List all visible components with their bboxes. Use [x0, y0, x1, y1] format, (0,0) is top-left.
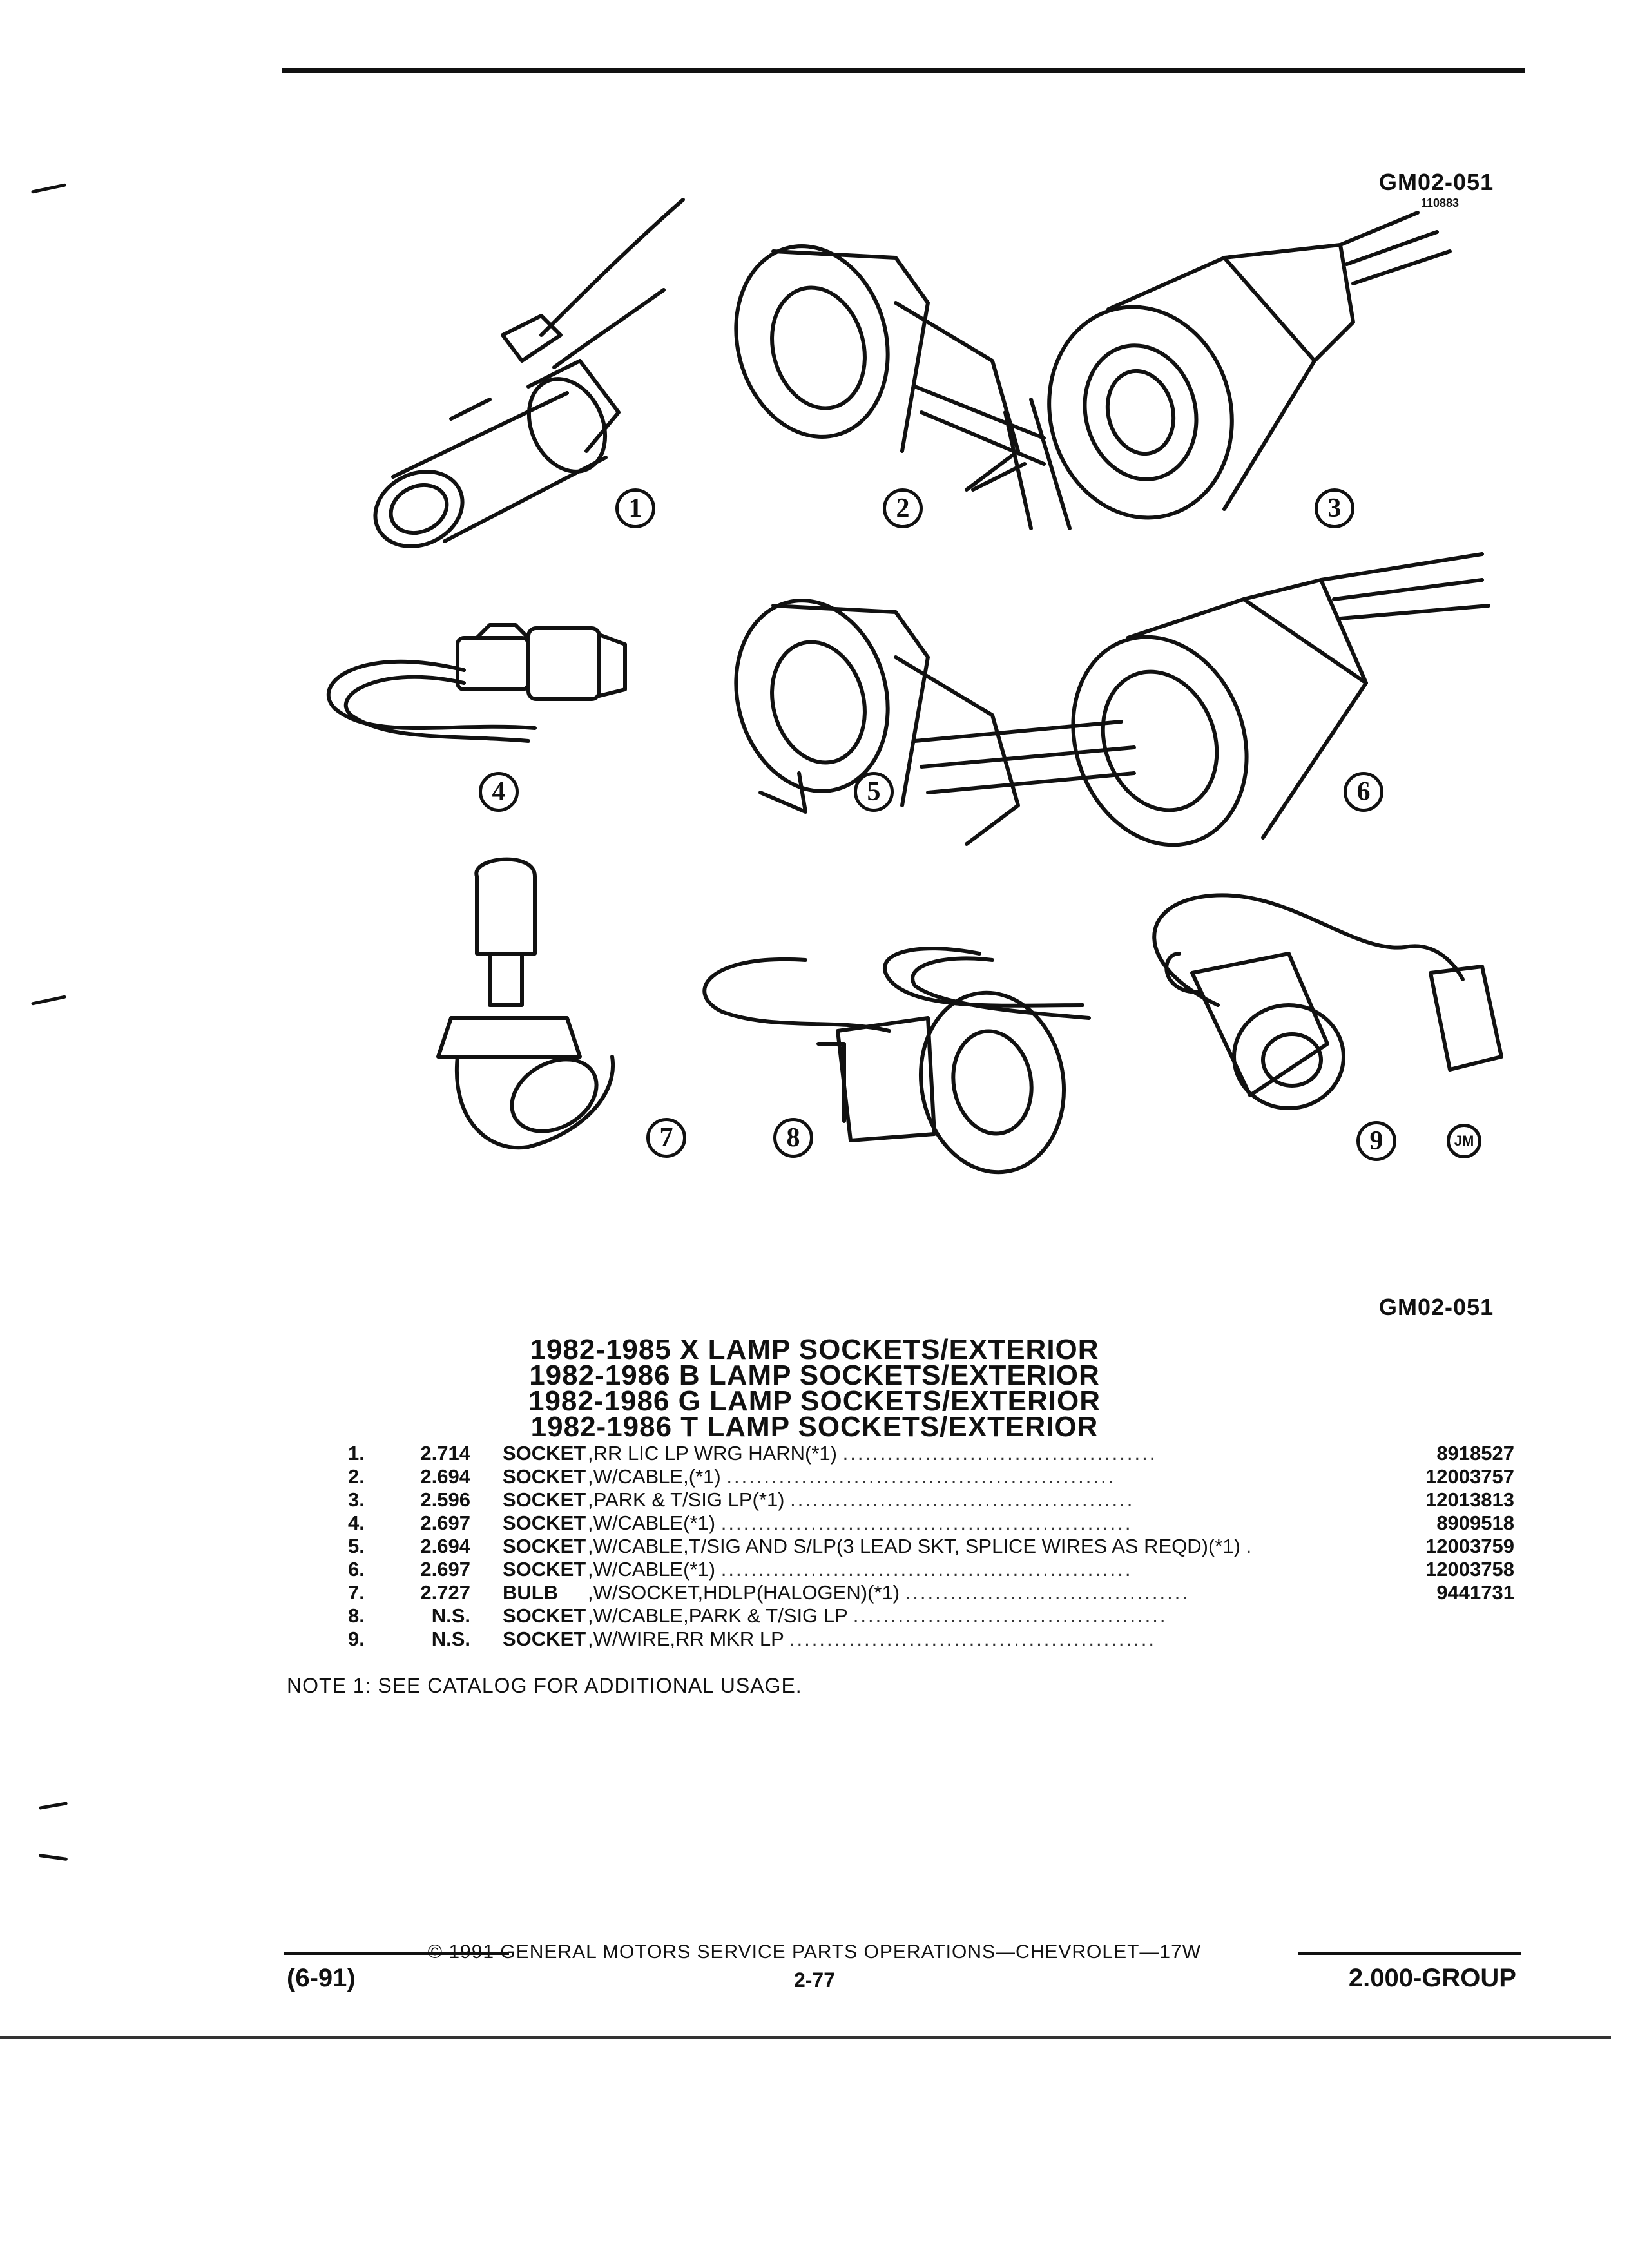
part-ref: 2.694	[420, 1535, 470, 1557]
part-number-index: 5.	[348, 1535, 365, 1557]
parts-row: 7. 2.727 BULB ,W/SOCKET,HDLP(HALOGEN)(*1…	[348, 1581, 1514, 1604]
callout-jm-mark: JM	[1447, 1124, 1481, 1158]
part-number: 12003757	[1425, 1465, 1514, 1488]
callout-9: 9	[1356, 1121, 1396, 1161]
lamp-socket-illustration	[326, 198, 1503, 1175]
margin-mark	[38, 1802, 68, 1810]
part-number-index: 4.	[348, 1512, 365, 1534]
callout-1: 1	[615, 488, 655, 528]
item-9-socket-drawing	[1152, 893, 1503, 1110]
part-name: SOCKET	[503, 1442, 586, 1465]
part-number: 8909518	[1436, 1512, 1514, 1534]
catalog-note: NOTE 1: SEE CATALOG FOR ADDITIONAL USAGE…	[287, 1674, 802, 1697]
callout-6: 6	[1344, 772, 1383, 812]
callout-7: 7	[646, 1118, 686, 1158]
part-number-index: 6.	[348, 1558, 365, 1581]
part-ref: N.S.	[431, 1604, 470, 1627]
part-description: ,W/CABLE(*1) ...........................…	[588, 1512, 1133, 1534]
part-ref: 2.714	[420, 1442, 470, 1465]
part-name: SOCKET	[503, 1465, 586, 1488]
part-number-index: 3.	[348, 1488, 365, 1511]
footer-date: (6-91)	[287, 1964, 356, 1992]
parts-row: 9. N.S. SOCKET ,W/WIRE,RR MKR LP .......…	[348, 1628, 1514, 1651]
margin-mark	[38, 1853, 68, 1861]
part-ref: 2.596	[420, 1488, 470, 1511]
part-description: ,W/SOCKET,HDLP(HALOGEN)(*1) ............…	[588, 1581, 1190, 1604]
part-name: SOCKET	[503, 1628, 586, 1650]
parts-row: 3. 2.596 SOCKET ,PARK & T/SIG LP(*1) ...…	[348, 1488, 1514, 1512]
item-1-socket-drawing	[373, 198, 685, 548]
part-description: ,W/WIRE,RR MKR LP ......................…	[588, 1628, 1156, 1650]
callout-5: 5	[854, 772, 894, 812]
callout-2: 2	[883, 488, 923, 528]
part-number: 12003758	[1425, 1558, 1514, 1581]
part-ref: 2.727	[420, 1581, 470, 1604]
section-title: 1982-1985 X LAMP SOCKETS/EXTERIOR	[530, 1334, 1099, 1365]
part-ref: N.S.	[431, 1628, 470, 1650]
parts-list: 1. 2.714 SOCKET ,RR LIC LP WRG HARN(*1) …	[348, 1442, 1514, 1651]
part-ref: 2.694	[420, 1465, 470, 1488]
parts-row: 6. 2.697 SOCKET ,W/CABLE(*1) ...........…	[348, 1558, 1514, 1581]
part-ref: 2.697	[420, 1512, 470, 1534]
callout-4: 4	[479, 772, 519, 812]
parts-row: 5. 2.694 SOCKET ,W/CABLE,T/SIG AND S/LP(…	[348, 1535, 1514, 1558]
part-name: SOCKET	[503, 1604, 586, 1627]
callout-3: 3	[1315, 488, 1354, 528]
part-description: ,W/CABLE,(*1) ..........................…	[588, 1465, 1116, 1488]
item-5-socket-drawing	[734, 599, 1136, 846]
part-description: ,W/CABLE(*1) ...........................…	[588, 1558, 1133, 1581]
item-8-socket-drawing	[702, 947, 1091, 1175]
part-number-index: 8.	[348, 1604, 365, 1627]
part-description: ,W/CABLE,PARK & T/SIG LP ...............…	[588, 1604, 1168, 1627]
part-name: SOCKET	[503, 1512, 586, 1534]
part-description: ,RR LIC LP WRG HARN(*1) ................…	[588, 1442, 1157, 1465]
section-title: 1982-1986 B LAMP SOCKETS/EXTERIOR	[529, 1360, 1100, 1391]
bottom-rule	[0, 2036, 1611, 2039]
section-titles: 1982-1985 X LAMP SOCKETS/EXTERIOR 1982-1…	[0, 1334, 1629, 1443]
footer-page-number: 2-77	[793, 1968, 836, 1992]
part-ref: 2.697	[420, 1558, 470, 1581]
part-description: ,PARK & T/SIG LP(*1) ...................…	[588, 1488, 1135, 1511]
footer-group: 2.000-GROUP	[1348, 1964, 1516, 1992]
parts-row: 4. 2.697 SOCKET ,W/CABLE(*1) ...........…	[348, 1512, 1514, 1535]
part-name: BULB	[503, 1581, 559, 1604]
part-number: 12013813	[1425, 1488, 1514, 1511]
part-description: ,W/CABLE,T/SIG AND S/LP(3 LEAD SKT, SPLI…	[588, 1535, 1254, 1557]
figure-id-bottom: GM02-051	[1379, 1294, 1494, 1320]
parts-row: 8. N.S. SOCKET ,W/CABLE,PARK & T/SIG LP …	[348, 1604, 1514, 1628]
footer-rule-left	[284, 1952, 509, 1955]
item-2-socket-drawing	[734, 244, 1072, 530]
item-7-bulb-drawing	[436, 857, 615, 1150]
figure-id-sub: 110883	[1421, 197, 1460, 209]
part-number: 8918527	[1436, 1442, 1514, 1465]
part-number-index: 7.	[348, 1581, 365, 1604]
item-3-socket-drawing	[1047, 211, 1452, 520]
top-rule	[282, 68, 1525, 73]
part-name: SOCKET	[503, 1488, 586, 1511]
footer-rule-right	[1298, 1952, 1521, 1955]
part-number: 9441731	[1436, 1581, 1514, 1604]
parts-row: 2. 2.694 SOCKET ,W/CABLE,(*1) ..........…	[348, 1465, 1514, 1488]
part-number-index: 9.	[348, 1628, 365, 1650]
item-4-socket-drawing	[326, 623, 627, 743]
part-number-index: 1.	[348, 1442, 365, 1465]
part-number: 12003759	[1425, 1535, 1514, 1557]
section-title: 1982-1986 T LAMP SOCKETS/EXTERIOR	[530, 1411, 1099, 1443]
section-title: 1982-1986 G LAMP SOCKETS/EXTERIOR	[528, 1385, 1101, 1417]
callout-8: 8	[773, 1118, 813, 1158]
parts-row: 1. 2.714 SOCKET ,RR LIC LP WRG HARN(*1) …	[348, 1442, 1514, 1465]
part-name: SOCKET	[503, 1558, 586, 1581]
part-number-index: 2.	[348, 1465, 365, 1488]
item-6-socket-drawing	[1071, 552, 1490, 847]
footer-copyright: © 1991 GENERAL MOTORS SERVICE PARTS OPER…	[427, 1941, 1202, 1963]
figure-id-top: GM02-051	[1379, 169, 1494, 195]
part-name: SOCKET	[503, 1535, 586, 1557]
